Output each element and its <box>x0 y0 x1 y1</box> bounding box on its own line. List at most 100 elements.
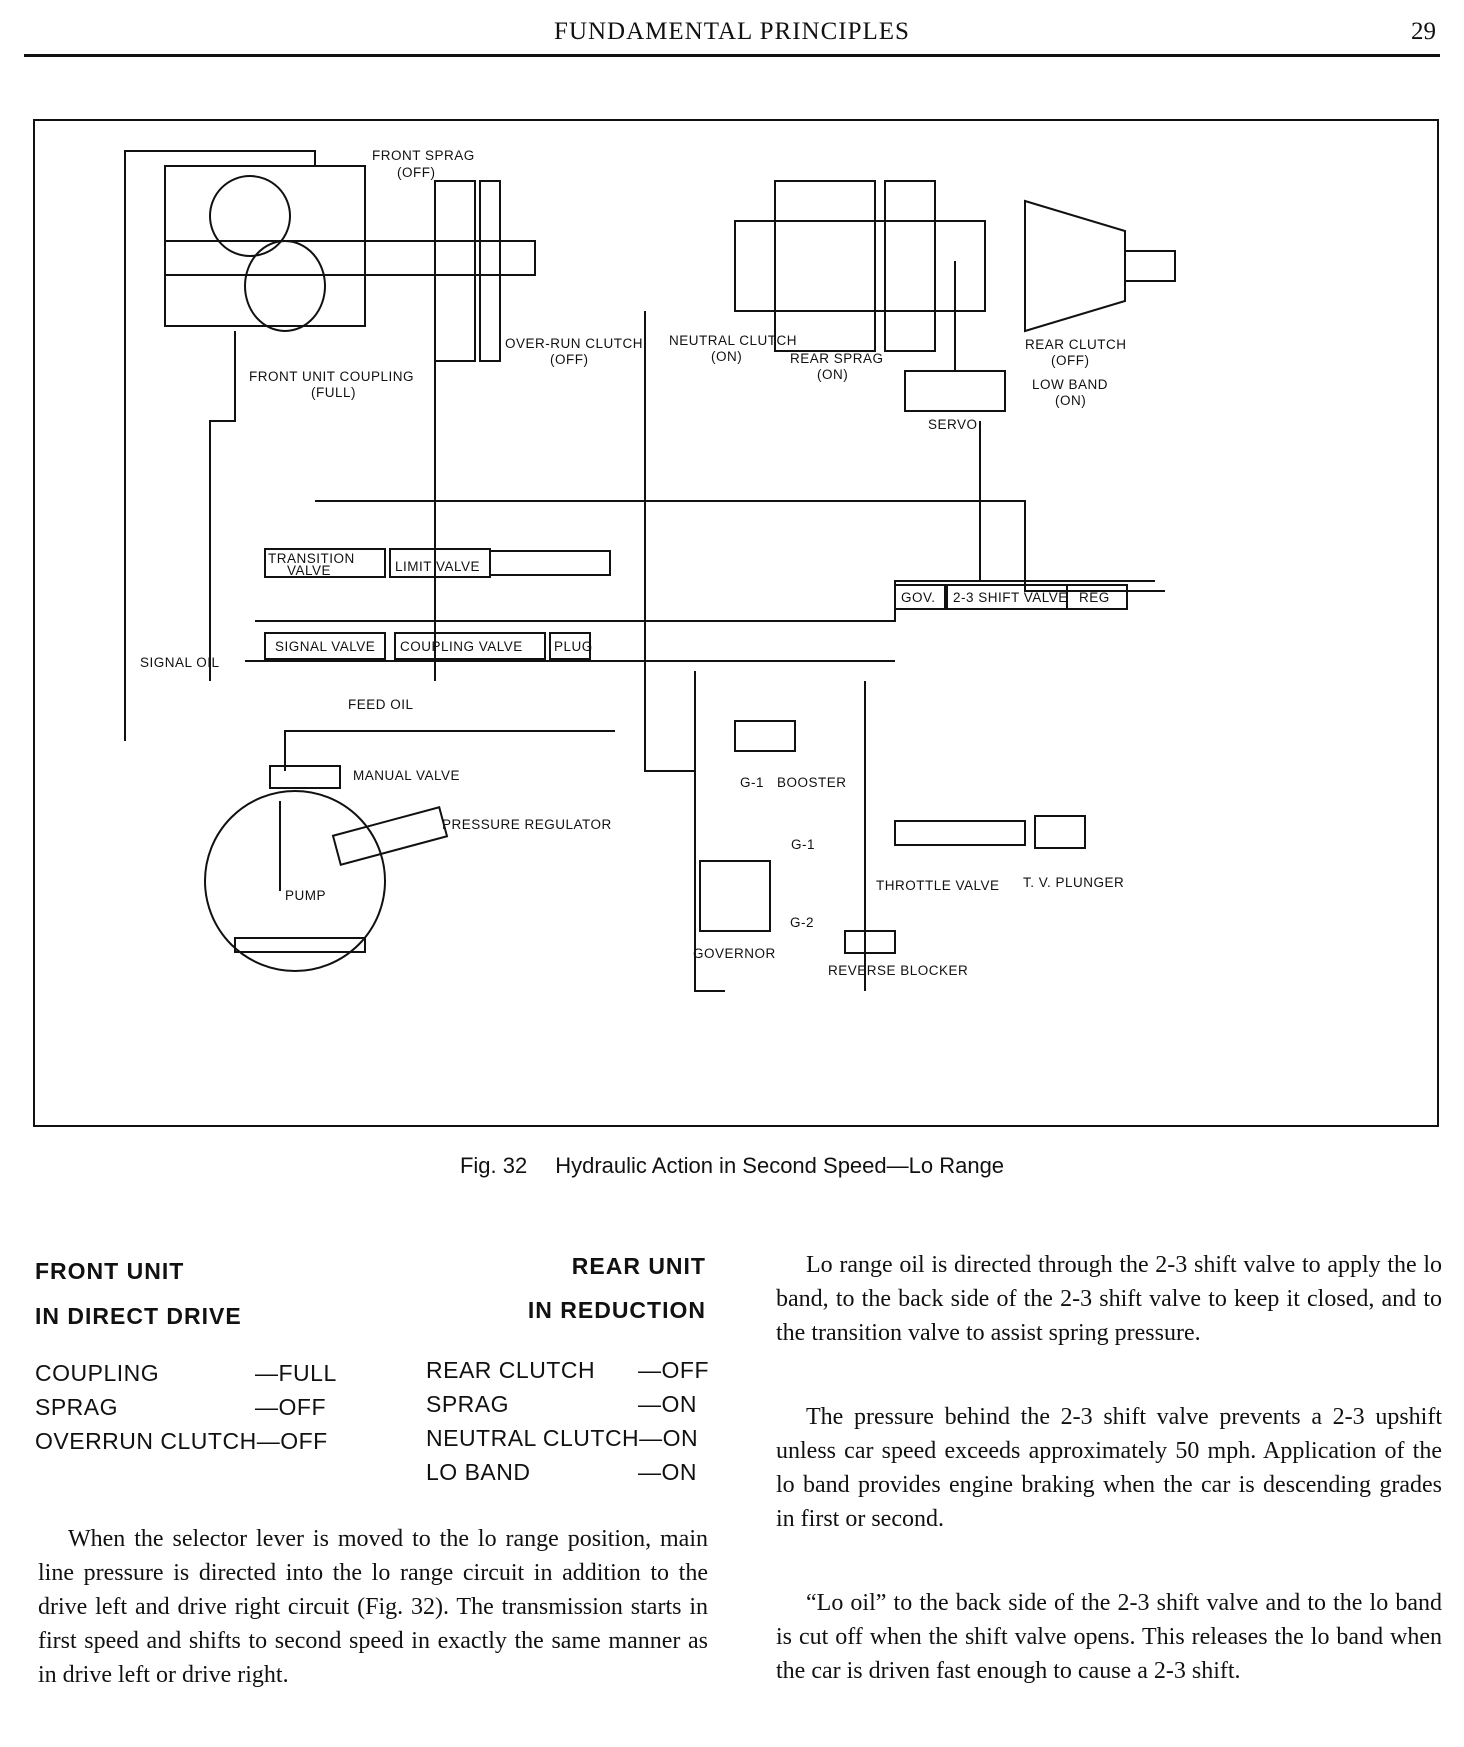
front-unit-subheading: IN DIRECT DRIVE <box>35 1303 242 1329</box>
body-paragraph-left-text: When the selector lever is moved to the … <box>38 1526 708 1688</box>
figure-caption-text: Hydraulic Action in Second Speed—Lo Rang… <box>555 1153 1005 1178</box>
rear-status-name: LO BAND <box>426 1459 531 1485</box>
label-low-band: LOW BAND <box>1032 377 1108 392</box>
manual-valve-body <box>269 765 341 789</box>
governor-body <box>699 860 771 932</box>
front-status-name: COUPLING <box>35 1360 160 1386</box>
label-feed-oil: FEED OIL <box>348 697 414 712</box>
body-paragraph-left: When the selector lever is moved to the … <box>38 1522 708 1692</box>
booster-body <box>734 720 796 752</box>
label-reverse-blocker: REVERSE BLOCKER <box>828 963 968 978</box>
label-front-unit-coupling: FRONT UNIT COUPLING <box>249 369 414 384</box>
neutral-clutch-assembly <box>774 180 876 352</box>
figure-number: Fig. 32 <box>459 1153 528 1178</box>
label-limit-valve: LIMIT VALVE <box>395 559 480 574</box>
label-neutral-clutch: NEUTRAL CLUTCH <box>669 333 797 348</box>
feed-line <box>284 730 615 771</box>
rear-unit-subheading: IN REDUCTION <box>527 1297 706 1323</box>
label-2-3-shift-valve: 2-3 SHIFT VALVE <box>953 590 1068 605</box>
label-reg: REG <box>1079 590 1110 605</box>
label-manual-valve: MANUAL VALVE <box>353 768 460 783</box>
label-low-band-state: (ON) <box>1055 393 1086 408</box>
label-g1: G-1 <box>791 837 815 852</box>
front-status-row: OVERRUN CLUTCH—OFF <box>35 1428 328 1455</box>
plug-body <box>549 632 591 660</box>
rear-status-value: —ON <box>639 1425 699 1451</box>
front-coupling-drum <box>209 175 291 257</box>
label-governor: GOVERNOR <box>693 946 776 961</box>
rear-status-row: SPRAG —ON <box>426 1391 697 1418</box>
rear-status-value: —ON <box>638 1391 697 1417</box>
coupling-feed-line <box>209 331 236 681</box>
label-g1-booster-g: G-1 <box>740 775 764 790</box>
label-g2: G-2 <box>790 915 814 930</box>
label-overrun-clutch: OVER-RUN CLUTCH <box>505 336 643 351</box>
front-status-name: SPRAG <box>35 1394 119 1420</box>
label-tv-plunger: T. V. PLUNGER <box>1023 875 1124 890</box>
rear-status-row: NEUTRAL CLUTCH—ON <box>426 1425 698 1452</box>
hydraulic-circuit-drawing: FRONT SPRAG (OFF) FRONT UNIT COUPLING (F… <box>124 148 1176 992</box>
figure-caption: Fig. 32 Hydraulic Action in Second Speed—… <box>0 1153 1464 1179</box>
rear-shaft-housing <box>734 220 986 312</box>
label-front-sprag: FRONT SPRAG <box>372 148 475 163</box>
label-signal-oil: SIGNAL OIL <box>140 655 220 670</box>
servo-body <box>904 370 1006 412</box>
label-coupling-valve: COUPLING VALVE <box>400 639 523 654</box>
label-transition-valve: TRANSITION <box>268 551 355 566</box>
front-status-row: SPRAG —OFF <box>35 1394 326 1421</box>
body-paragraph-right-1: Lo range oil is directed through the 2-3… <box>776 1248 1442 1350</box>
reg-valve-body <box>1066 584 1128 610</box>
label-plug: PLUG <box>554 639 593 654</box>
output-shaft <box>1124 250 1176 282</box>
rear-planetary <box>1024 199 1126 333</box>
label-booster: BOOSTER <box>777 775 847 790</box>
front-unit-coupling <box>244 240 326 332</box>
rear-unit-heading: REAR UNIT <box>571 1253 706 1279</box>
label-rear-sprag: REAR SPRAG <box>790 351 884 366</box>
label-front-unit-coupling-state: (FULL) <box>311 385 356 400</box>
reverse-blocker-body <box>844 930 896 954</box>
label-rear-clutch-state: (OFF) <box>1051 353 1090 368</box>
rear-status-row: LO BAND —ON <box>426 1459 697 1486</box>
label-pump: PUMP <box>285 888 326 903</box>
rear-status-value: —ON <box>638 1459 697 1485</box>
label-gov: GOV. <box>901 590 936 605</box>
rear-status-value: —OFF <box>638 1357 709 1383</box>
label-servo: SERVO <box>928 417 978 432</box>
front-sprag-assembly <box>434 180 476 362</box>
signal-oil-line <box>124 150 316 741</box>
front-status-value: —OFF <box>255 1394 326 1420</box>
hydraulic-diagram: FRONT SPRAG (OFF) FRONT UNIT COUPLING (F… <box>33 119 1439 1127</box>
running-title: FUNDAMENTAL PRINCIPLES <box>554 18 910 45</box>
front-status-row: COUPLING —FULL <box>35 1360 336 1387</box>
overrun-clutch-plates <box>479 180 501 362</box>
rear-status-name: SPRAG <box>426 1391 510 1417</box>
label-signal-valve: SIGNAL VALVE <box>275 639 375 654</box>
front-status-value: —OFF <box>256 1428 328 1454</box>
gov-valve-body <box>894 584 946 610</box>
neutral-clutch-line <box>644 311 695 772</box>
pump-base <box>234 937 366 953</box>
label-overrun-clutch-state: (OFF) <box>550 352 589 367</box>
coupling-valve-body <box>394 632 546 660</box>
label-rear-sprag-state: (ON) <box>817 367 848 382</box>
body-paragraph-right-3-text: “Lo oil” to the back side of the 2-3 shi… <box>776 1590 1442 1684</box>
front-status-value: —FULL <box>255 1360 337 1386</box>
limit-valve-spring <box>489 550 611 576</box>
body-paragraph-right-2-text: The pressure behind the 2-3 shift valve … <box>776 1404 1442 1532</box>
rear-status-name: REAR CLUTCH <box>426 1357 596 1383</box>
label-transition-valve-2: VALVE <box>287 563 331 578</box>
body-paragraph-right-1-text: Lo range oil is directed through the 2-3… <box>776 1252 1442 1346</box>
throttle-valve-body <box>894 820 1026 846</box>
rear-sprag-assembly <box>884 180 936 352</box>
lo-range-line <box>315 500 1165 592</box>
governor-feed-line <box>694 671 725 992</box>
label-pressure-regulator: PRESSURE REGULATOR <box>442 817 612 832</box>
label-neutral-clutch-state: (ON) <box>711 349 742 364</box>
body-paragraph-right-3: “Lo oil” to the back side of the 2-3 shi… <box>776 1586 1442 1688</box>
front-unit-heading: FRONT UNIT <box>35 1258 185 1284</box>
tv-plunger-body <box>1034 815 1086 849</box>
front-status-name: OVERRUN CLUTCH <box>35 1428 257 1454</box>
signal-valve-body <box>264 632 386 660</box>
front-shaft <box>164 240 536 276</box>
